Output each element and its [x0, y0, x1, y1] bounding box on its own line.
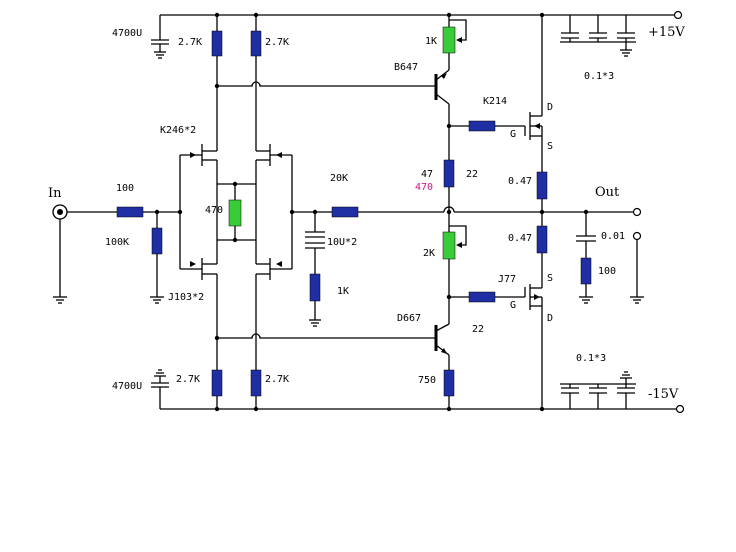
res-100-zobel	[579, 257, 593, 304]
res-750	[443, 369, 455, 397]
res-100-input	[116, 206, 144, 218]
cap-bank-top	[560, 15, 636, 57]
label-22-bottom: 22	[472, 324, 484, 335]
label-470-magenta: 470	[415, 182, 433, 193]
res-2k7-3	[211, 280, 223, 409]
pot-1k-top	[442, 15, 467, 70]
label-100k: 100K	[105, 237, 129, 248]
jfet-j103-left	[180, 240, 218, 280]
label-cap-bank-bottom: 0.1*3	[576, 353, 606, 364]
label-470-pot: 470	[205, 205, 223, 216]
label-b647: B647	[394, 62, 418, 73]
node-out	[539, 209, 545, 215]
res-20k	[331, 206, 359, 218]
label-4700u-top: 4700U	[112, 28, 142, 39]
mosfet-k214	[524, 15, 543, 172]
positive-rail	[160, 10, 683, 20]
res-2k7-4	[250, 280, 262, 409]
label-2k7-4: 2.7K	[265, 374, 289, 385]
label-in: In	[48, 186, 62, 201]
rail-junctions	[214, 12, 545, 412]
node-bias	[446, 209, 452, 215]
transistor-d667	[434, 323, 450, 370]
mosfet-j77	[524, 280, 543, 409]
pot-2k	[442, 225, 467, 324]
label-cap-bank-top: 0.1*3	[584, 71, 614, 82]
label-750: 750	[418, 375, 436, 386]
label-out: Out	[595, 185, 620, 200]
label-2k: 2K	[423, 248, 435, 259]
label-j103: J103*2	[168, 292, 204, 303]
res-2k7-2	[250, 15, 262, 151]
label-k214-g: G	[510, 129, 516, 140]
label-001: 0.01	[601, 231, 625, 242]
pot-470-bias	[228, 199, 242, 227]
res-2k7-1	[211, 15, 223, 151]
label-20k: 20K	[330, 173, 348, 184]
label-j77: J77	[498, 274, 516, 285]
label-1k-pot: 1K	[425, 36, 437, 47]
label-047-bottom: 0.47	[508, 233, 532, 244]
label-100-zobel: 100	[598, 266, 616, 277]
transistor-b647	[434, 69, 450, 160]
cap-10u-x2	[305, 212, 325, 274]
cap-bank-bottom	[560, 371, 636, 409]
output-ground	[630, 240, 644, 304]
label-j77-g: G	[510, 300, 516, 311]
label-10u: 10U*2	[327, 237, 357, 248]
res-22-gate-bottom	[468, 291, 496, 303]
cap-4700u-top	[151, 15, 169, 59]
source-network	[216, 181, 257, 243]
drive-wire-bottom	[217, 333, 436, 339]
label-047-top: 0.47	[508, 176, 532, 187]
label-plus-15v: +15V	[648, 25, 685, 40]
label-j77-s: S	[547, 273, 553, 284]
jfet-j103-right	[255, 240, 292, 280]
label-100-input: 100	[116, 183, 134, 194]
res-22-gate-top	[468, 120, 496, 132]
label-k214-s: S	[547, 141, 553, 152]
output-terminal	[632, 207, 642, 217]
output-ground-terminal	[632, 231, 642, 241]
label-j77-d: D	[547, 313, 553, 324]
label-k246: K246*2	[160, 125, 196, 136]
cap-0-01	[576, 212, 596, 258]
label-k214: K214	[483, 96, 507, 107]
label-22-top: 22	[466, 169, 478, 180]
drive-wire-top	[217, 81, 436, 87]
label-minus-15v: -15V	[648, 387, 679, 402]
jfet-k246-left	[180, 144, 218, 184]
res-47	[443, 159, 455, 188]
negative-rail	[160, 404, 685, 414]
label-2k7-2: 2.7K	[265, 37, 289, 48]
jfet-k246-right	[255, 144, 292, 184]
label-4700u-bottom: 4700U	[112, 381, 142, 392]
cap-4700u-bottom	[151, 369, 169, 409]
input-jack	[52, 204, 68, 304]
res-100k	[150, 212, 164, 304]
res-047-bottom	[536, 225, 548, 254]
label-47: 47	[421, 169, 433, 180]
label-k214-d: D	[547, 102, 553, 113]
res-047-top	[536, 171, 548, 200]
label-d667: D667	[397, 313, 421, 324]
res-1k-feedback	[309, 273, 321, 327]
label-1k-feedback: 1K	[337, 286, 349, 297]
label-2k7-3: 2.7K	[176, 374, 200, 385]
label-2k7-1: 2.7K	[178, 37, 202, 48]
